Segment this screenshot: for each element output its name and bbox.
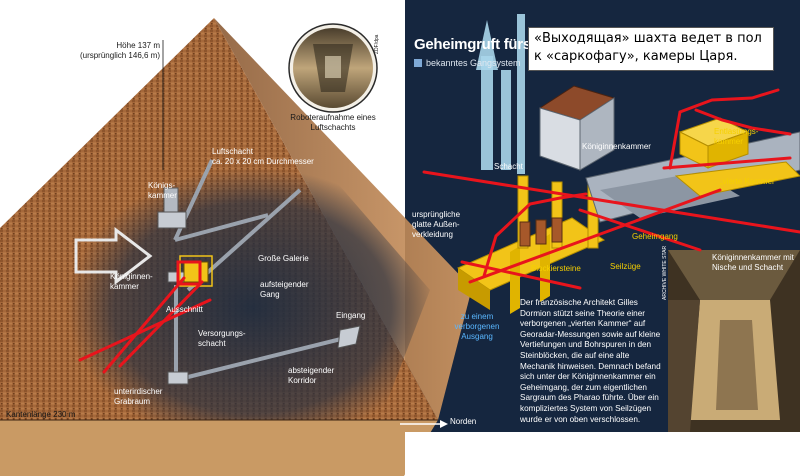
legend-text: bekanntes Gangsystem [426, 58, 521, 68]
koeniginnenkammer-right-label: Königinnenkammer [582, 142, 651, 151]
white-arrow-icon [74, 226, 153, 286]
legend-swatch [414, 59, 422, 67]
blue-arrow-1 [481, 56, 493, 170]
versorgungsschacht-label: Versorgungs- schacht [198, 329, 246, 348]
ausschnitt-label: Ausschnitt [166, 305, 203, 314]
vierte-kammer-label: „vierte Kammer“ [720, 177, 778, 186]
blue-arrow-3 [517, 14, 525, 174]
red-markup [78, 88, 800, 374]
verborgener-ausgang-label: zu einem verborgenen Ausgang [454, 312, 500, 341]
seilzuege-label: Seilzüge [610, 262, 641, 271]
geheimgang-label: Geheimgang [632, 232, 678, 241]
ursprungliche-label: ursprüngliche glatte Außen- verkleidung [412, 210, 461, 239]
pyramid-base [0, 420, 438, 476]
kantenlaenge-label: Kantenlänge 230 m [6, 410, 76, 419]
chamber-photo-caption: Königinnenkammer mit Nische und Schacht [712, 253, 794, 272]
vierte-kammer-block [674, 161, 800, 197]
koenigskammer-block [157, 211, 187, 229]
height-label: Höhe 137 m (ursprünglich 146,6 m) [79, 41, 160, 60]
absteigender-korridor-label: absteigender Korridor [288, 366, 335, 385]
chamber-photo-credit: ARCHIVE WHITE STAR [662, 245, 668, 300]
aufsteigender-gang-label: aufsteigender Gang [260, 280, 309, 299]
grabraum-label: unterirdischer Grabraum [114, 387, 163, 406]
koenigskammer-label: Königs- kammer [148, 181, 177, 200]
blue-arrow-2 [501, 70, 511, 170]
robot-photo-credit: ZDF/dpa [374, 34, 380, 54]
robot-photo-caption: Roboteraufnahme eines Luftschachts [290, 113, 376, 132]
annotation-box: «Выходящая» шахта ведет в пол к «саркофа… [528, 27, 774, 71]
koeniginnenkammer-label: Königinnen- kammer [110, 272, 153, 291]
norden-label: Norden [450, 417, 477, 426]
grosse-galerie-label: Große Galerie [258, 254, 309, 263]
blockiersteine-label: Blockiersteine [531, 264, 581, 273]
explanation-paragraph: Der französische Architekt Gilles Dormio… [520, 298, 661, 424]
entlastung-stack [163, 187, 179, 213]
schacht-label: Schacht [494, 162, 523, 171]
pyramid-cross-section [60, 140, 430, 420]
grabraum-block [167, 371, 189, 385]
eingang-label: Eingang [336, 311, 366, 320]
legend: bekanntes Gangsystem [414, 58, 521, 68]
entlastungskammer-label: Entlastungs- kammer [714, 127, 759, 146]
ausschnitt-marker [183, 261, 209, 283]
luftschacht-label: Luftschacht ca. 20 x 20 cm Durchmesser [212, 147, 314, 166]
